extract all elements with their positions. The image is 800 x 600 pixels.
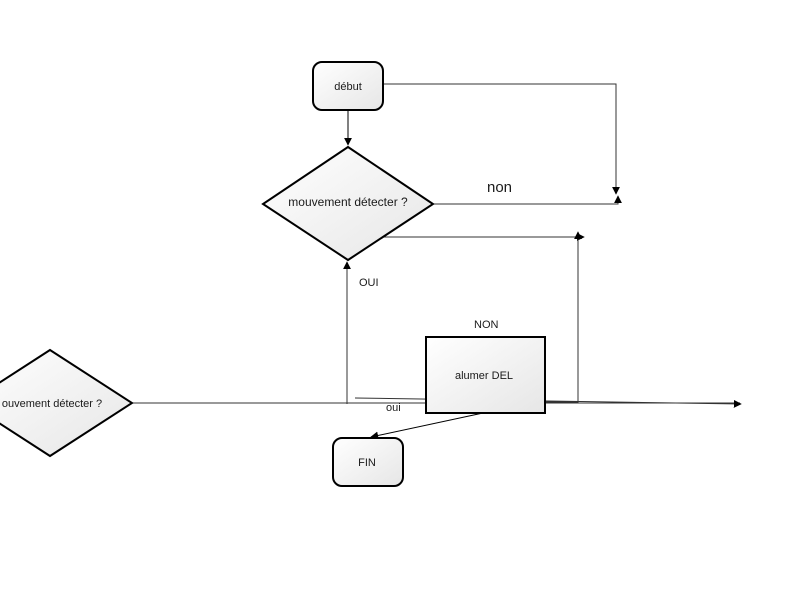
connector-sloping[interactable] xyxy=(354,397,742,408)
edge-label-non-upper: NON xyxy=(474,319,499,331)
edge-label-non-lower: non xyxy=(487,179,512,196)
connector-decision-non[interactable] xyxy=(433,195,622,205)
start-node[interactable]: début xyxy=(312,61,384,111)
connector-right-vertical[interactable] xyxy=(545,231,582,403)
connector-led-to-fin[interactable] xyxy=(370,412,484,440)
end-node[interactable]: FIN xyxy=(332,437,404,487)
decision-main[interactable]: mouvement détecter ? xyxy=(261,145,435,262)
decision-left-label: ouvement détecter ? xyxy=(2,398,102,410)
connector-start-loop[interactable] xyxy=(383,83,620,195)
action-led-node[interactable]: alumer DEL xyxy=(425,336,546,414)
decision-left[interactable]: ouvement détecter ? xyxy=(0,348,134,458)
edge-label-oui-upper: OUI xyxy=(359,277,379,289)
edge-label-oui-lower: oui xyxy=(386,402,401,414)
end-label: FIN xyxy=(358,457,376,469)
start-label: début xyxy=(334,81,362,93)
decision-main-label: mouvement détecter ? xyxy=(288,195,408,209)
action-led-label: alumer DEL xyxy=(455,370,513,382)
